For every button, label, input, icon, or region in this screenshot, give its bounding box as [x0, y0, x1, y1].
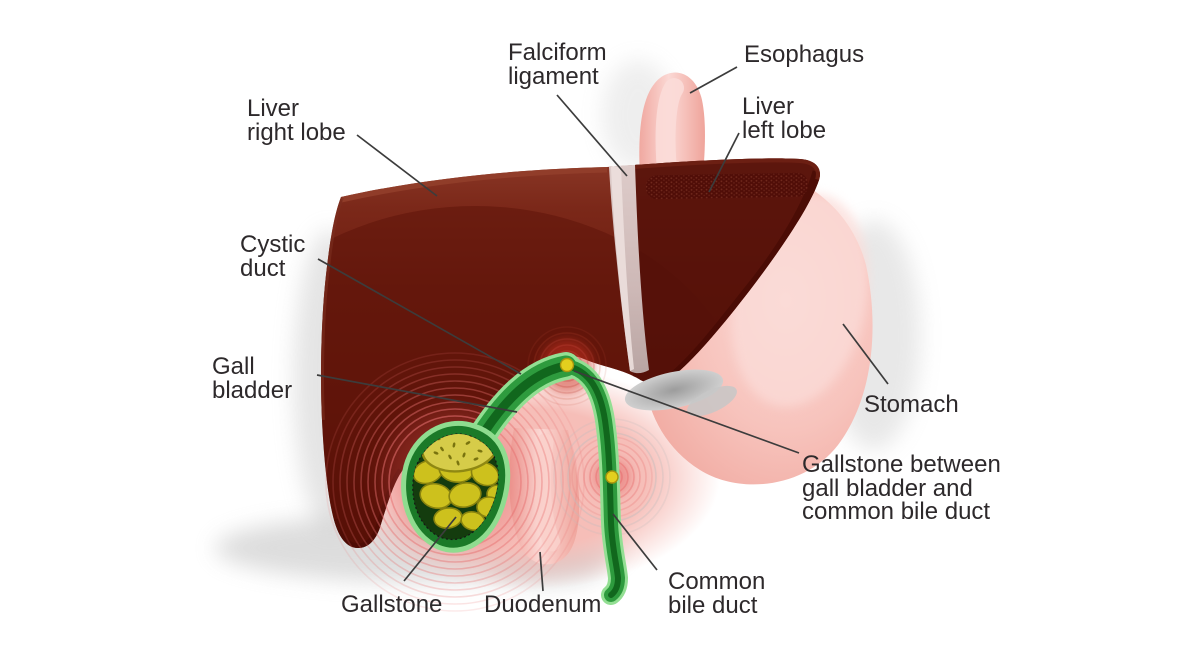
liver-top-rim	[339, 161, 608, 203]
leader-common-bile-duct	[612, 513, 658, 571]
label-liver-right-lobe: Liver right lobe	[247, 97, 346, 144]
label-line: Stomach	[864, 391, 959, 418]
label-liver-left-lobe: Liver left lobe	[742, 95, 826, 142]
label-line: Falciform	[508, 39, 607, 66]
leader-lines	[316, 66, 889, 592]
liver-bare-area-texture	[645, 172, 809, 200]
label-line: Gall	[212, 353, 255, 380]
label-line: Gallstone between	[802, 451, 1001, 478]
label-line: duct	[240, 254, 286, 282]
label-line: bladder	[212, 376, 293, 404]
label-line: gall bladder and	[802, 474, 973, 502]
label-line: Liver	[247, 95, 300, 122]
leader-falciform-ligament	[556, 94, 628, 177]
label-gallstone-between: Gallstone between gall bladder and commo…	[802, 453, 1001, 524]
label-line: Liver	[742, 93, 795, 120]
label-line: bile duct	[668, 591, 758, 619]
gallstone-common-bile-duct	[605, 470, 619, 484]
label-line: left lobe	[742, 116, 827, 144]
label-line: Cystic	[240, 231, 306, 258]
leader-gallstone	[403, 516, 457, 582]
gallstone-cystic-duct	[559, 357, 575, 373]
label-esophagus: Esophagus	[744, 43, 864, 67]
label-cystic-duct: Cystic duct	[240, 233, 305, 280]
label-stomach: Stomach	[864, 393, 959, 417]
label-line: ligament	[508, 62, 599, 90]
leader-cystic-duct	[317, 258, 522, 375]
leader-esophagus	[689, 66, 738, 94]
bile-ducts	[464, 352, 629, 605]
porta-hepatis-area	[624, 369, 737, 417]
leader-gall-bladder	[316, 374, 518, 413]
label-line: Common	[668, 568, 766, 595]
label-line: right lobe	[247, 118, 346, 146]
leader-duodenum	[539, 551, 544, 592]
label-line: Esophagus	[744, 41, 865, 68]
label-gall-bladder: Gall bladder	[212, 355, 292, 402]
leader-stomach	[842, 323, 889, 385]
gall-bladder-shape	[401, 420, 511, 553]
label-gallstone: Gallstone	[341, 593, 442, 617]
leader-liver-right-lobe	[356, 134, 438, 197]
label-falciform-ligament: Falciform ligament	[508, 41, 607, 88]
label-line: Gallstone	[341, 591, 443, 618]
label-line: Duodenum	[484, 591, 602, 618]
label-common-bile-duct: Common bile duct	[668, 570, 765, 617]
falciform-ligament-band	[609, 165, 649, 374]
leader-liver-left-lobe	[708, 132, 740, 193]
label-duodenum: Duodenum	[484, 593, 601, 617]
label-line: common bile duct	[802, 498, 991, 525]
duodenum-highlight	[533, 433, 561, 552]
leader-gallstone-between	[573, 370, 800, 454]
